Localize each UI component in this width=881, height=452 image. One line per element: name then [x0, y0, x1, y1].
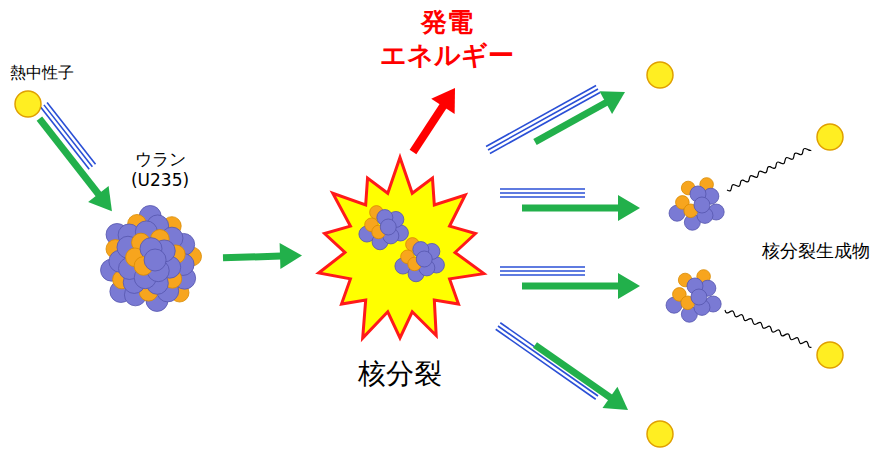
emission-arrow-shaft: [522, 205, 619, 212]
emission-arrow-head: [599, 91, 625, 114]
radiation-wave: [727, 148, 811, 190]
neutron-particle: [647, 62, 673, 88]
uranium-node: ウラン (U235): [95, 205, 205, 315]
motion-line: [490, 92, 600, 153]
products-label: 核分裂生成物: [762, 240, 870, 263]
motion-line: [500, 266, 585, 268]
fission-node: 核分裂: [310, 155, 490, 350]
reaction-arrow: [223, 243, 302, 269]
motion-line: [500, 274, 585, 276]
emission-arrow-shaft: [522, 283, 619, 290]
emission-arrow-shaft: [535, 102, 607, 142]
motion-line: [498, 326, 598, 396]
neutron-node: 熱中性子: [15, 91, 41, 117]
neutron-ball: [691, 289, 707, 305]
emission-arrow-head: [603, 387, 628, 410]
radiation-wave: [725, 310, 811, 347]
motion-line: [500, 188, 585, 190]
fission-node-shape: [310, 155, 490, 350]
node-label: 熱中性子: [10, 63, 74, 83]
emission-arrow-shaft: [535, 345, 611, 398]
neutron-ball: [144, 249, 166, 271]
motion-line: [500, 192, 585, 194]
uranium-node-shape: [95, 205, 205, 315]
explosion-burst: [319, 158, 484, 339]
energy-arrow: [413, 88, 455, 152]
reaction-arrow-shaft: [39, 119, 99, 195]
reaction-arrow-shaft: [223, 256, 281, 258]
neutron-ball: [416, 251, 432, 267]
neutron-particle: [647, 421, 673, 447]
motion-line: [41, 107, 89, 169]
motion-line: [496, 329, 596, 399]
neutron-particle: [15, 91, 41, 117]
reaction-arrow: [39, 102, 112, 211]
neutron-node-shape: [15, 91, 41, 117]
reaction-arrow-head: [280, 243, 302, 269]
node-label: ウラン (U235): [131, 149, 189, 192]
energy-label: 発電 エネルギー: [380, 6, 514, 71]
neutron-ball: [380, 219, 396, 235]
energy-arrow-shaft: [413, 106, 443, 152]
neutron-particle: [817, 124, 843, 150]
reaction-arrow-head: [88, 186, 112, 211]
emission-arrow-head: [618, 273, 640, 299]
neutron-ball: [694, 197, 710, 213]
motion-line: [500, 196, 585, 198]
motion-line: [500, 270, 585, 272]
energy-arrow-head: [431, 88, 455, 114]
neutron-particle: [817, 342, 843, 368]
emission-arrow-head: [618, 195, 640, 221]
node-label: 核分裂: [358, 356, 442, 391]
